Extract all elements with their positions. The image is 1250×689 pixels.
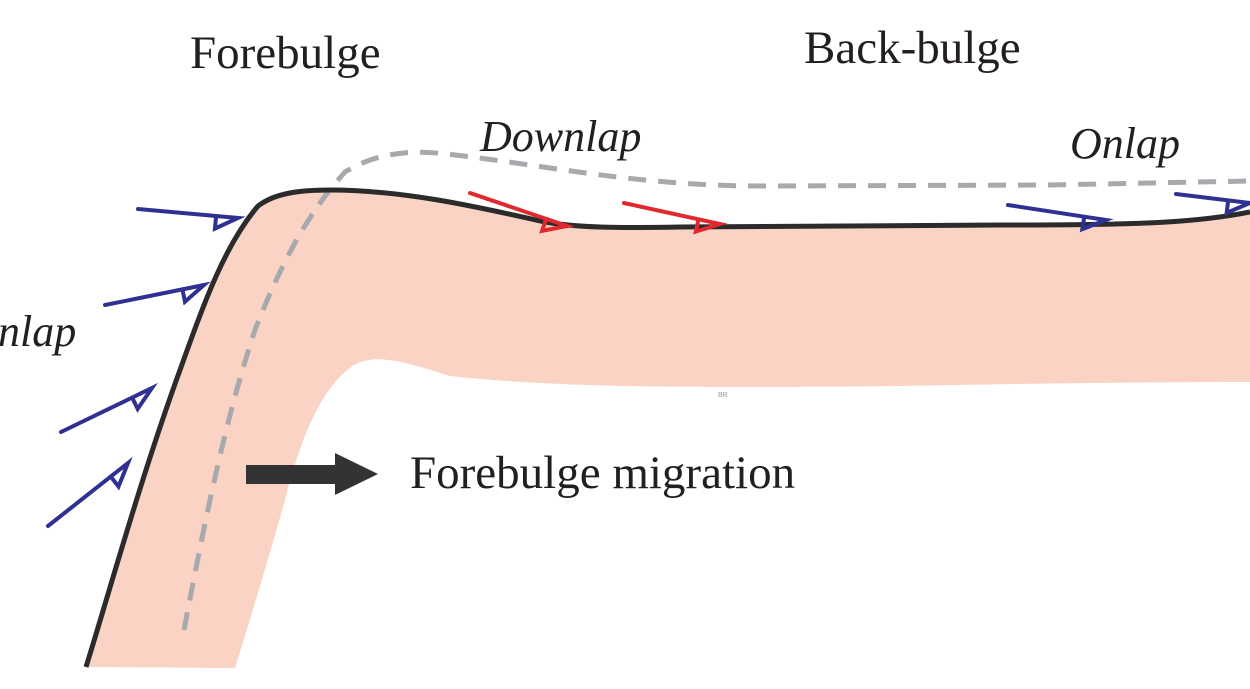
forebulge-migration-label: Forebulge migration	[410, 447, 796, 499]
right-arrow-icon	[246, 453, 378, 495]
onlap-arrows	[46, 192, 1250, 528]
onlap-arrow	[103, 281, 211, 307]
downlap-label: Downlap	[480, 112, 642, 161]
downlap-arrow	[622, 201, 728, 235]
downlap-arrow	[468, 191, 575, 234]
forebulge-label: Forebulge	[190, 27, 381, 79]
onlap-label-right: Onlap	[1070, 119, 1180, 168]
onlap-label-left: nlap	[0, 307, 77, 356]
onlap-arrow	[59, 382, 158, 434]
watermark: BR	[718, 392, 728, 399]
downlap-arrows	[468, 191, 728, 235]
onlap-arrow	[1006, 203, 1114, 233]
onlap-arrow	[46, 456, 133, 528]
former-forebulge-surface	[181, 149, 1250, 631]
back-bulge-label: Back-bulge	[804, 22, 1021, 74]
forebulge-surface-line	[83, 187, 1250, 668]
onlap-arrow	[136, 207, 246, 232]
sediment-layer	[86, 190, 1250, 668]
onlap-arrow	[1174, 192, 1250, 217]
